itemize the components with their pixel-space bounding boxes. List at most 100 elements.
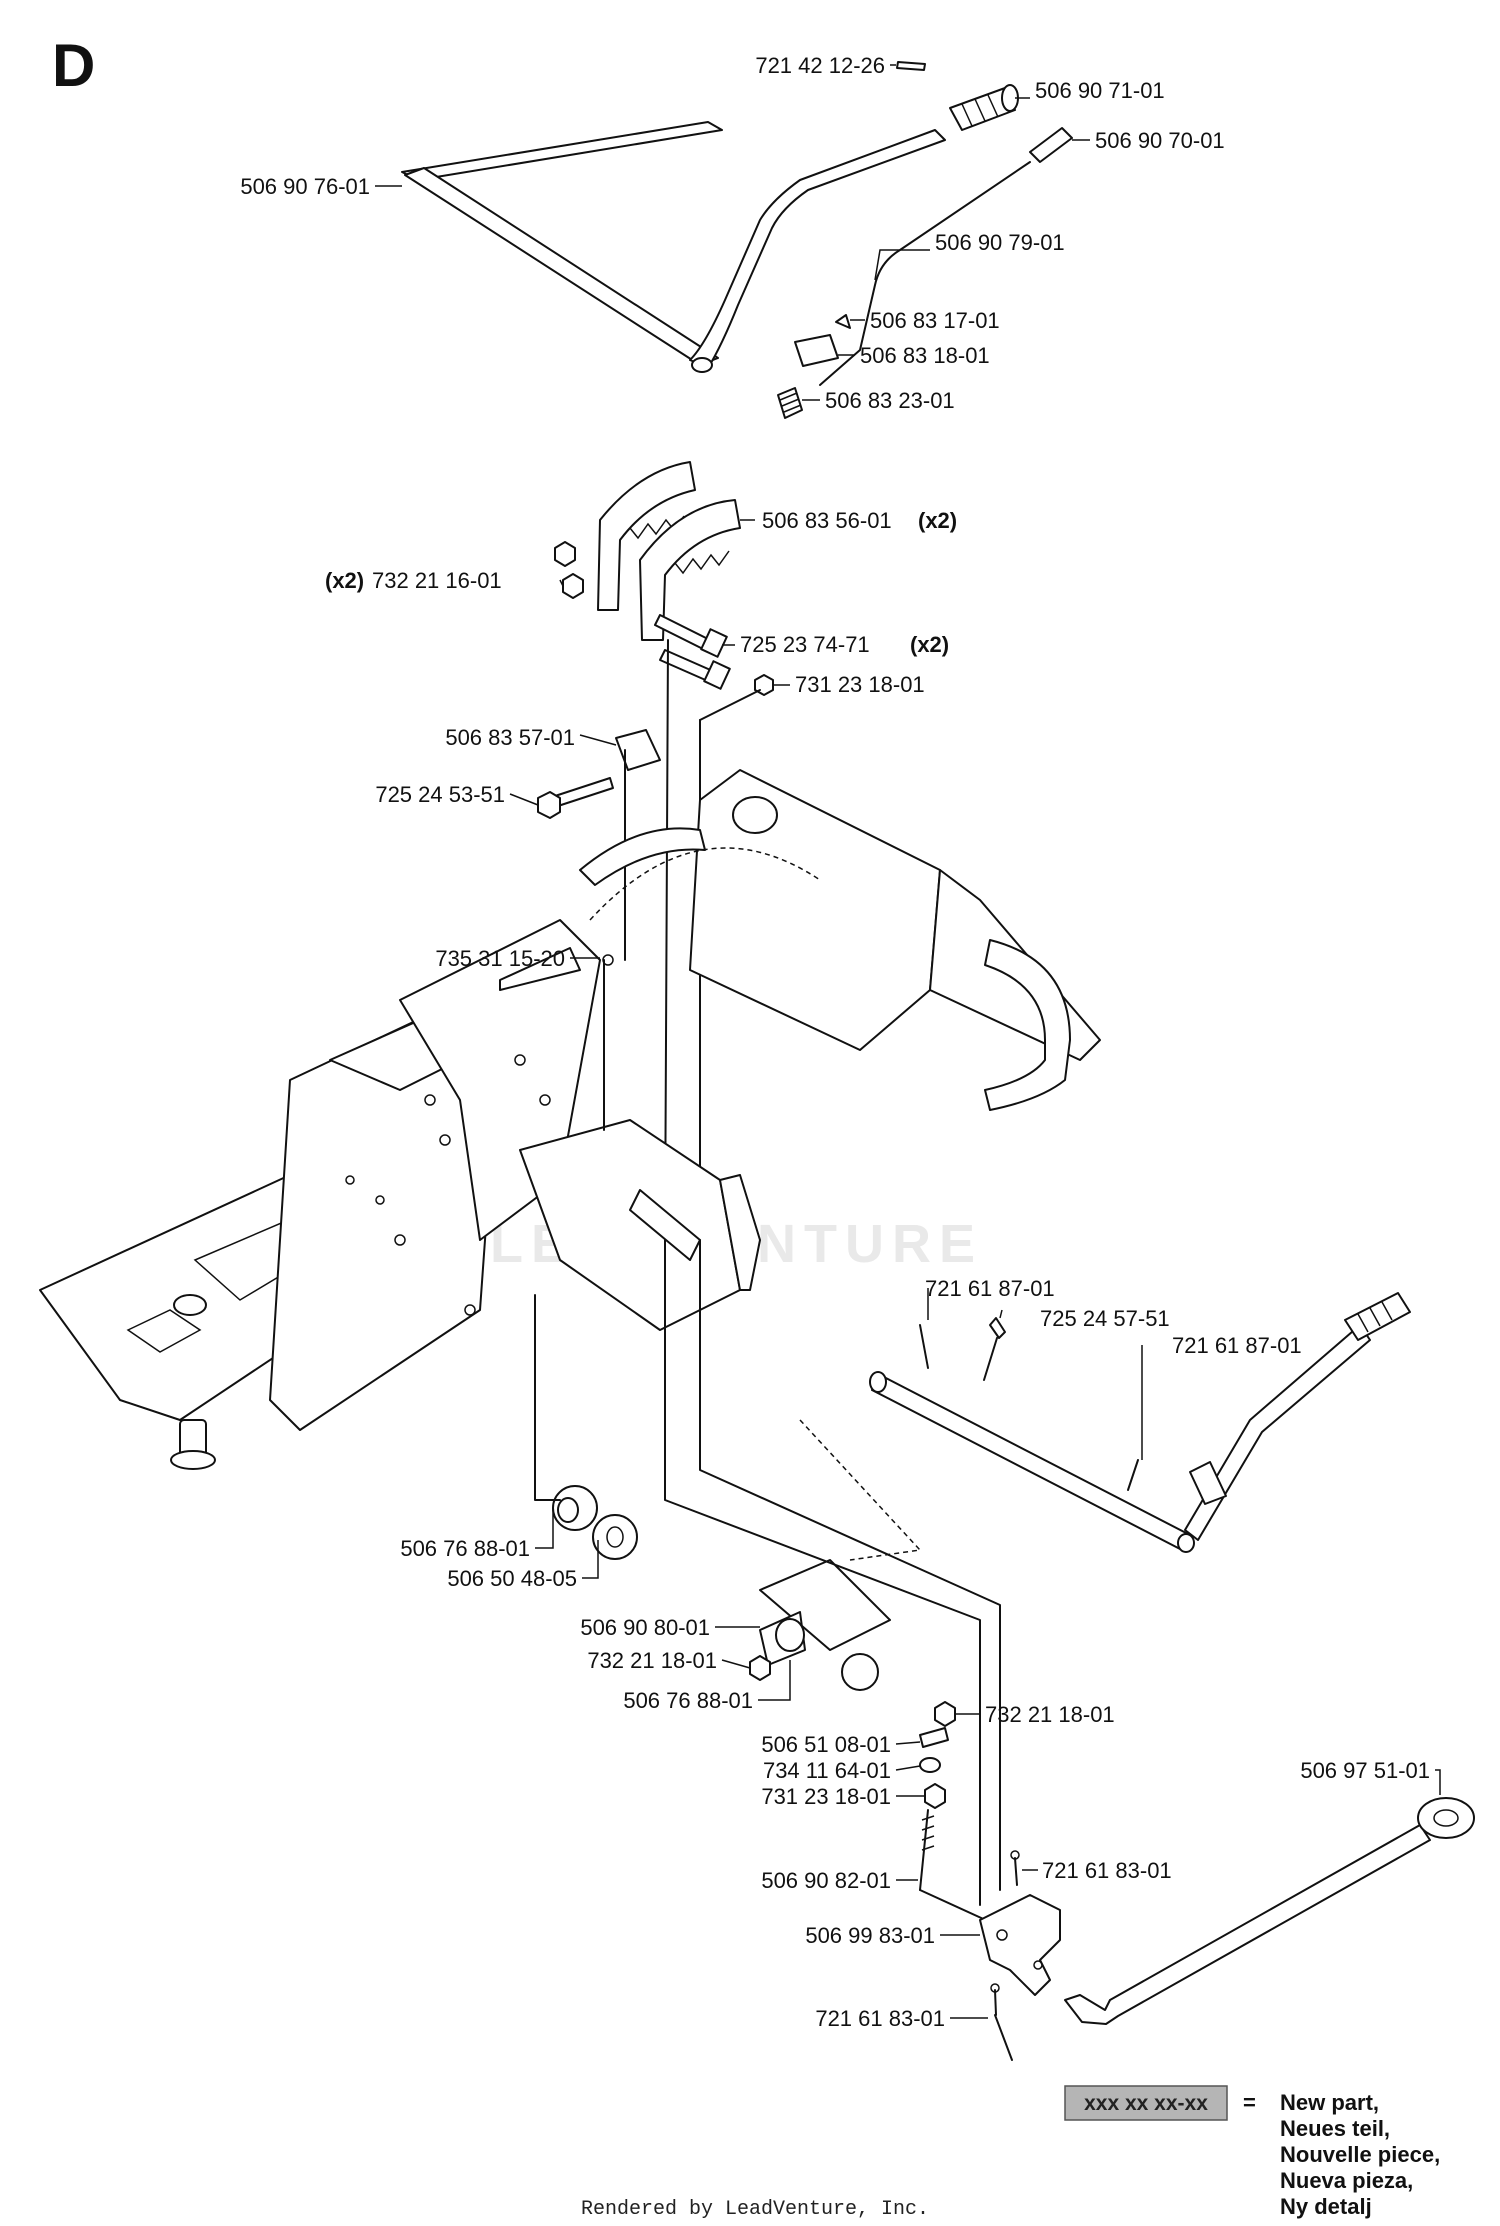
pivot-housing xyxy=(519,1119,741,1331)
washer xyxy=(919,1757,941,1773)
callout-label: 725 23 74-71 xyxy=(740,632,870,657)
bolt-head xyxy=(703,660,731,690)
callout-label: 721 42 12-26 xyxy=(755,53,885,78)
callout-label: 506 90 80-01 xyxy=(580,1615,710,1640)
callout-label: 721 61 83-01 xyxy=(1042,1858,1172,1883)
callout-label: 732 21 18-01 xyxy=(985,1702,1115,1727)
callout-label: 725 24 57-51 xyxy=(1040,1306,1170,1331)
callout-label: 506 51 08-01 xyxy=(761,1732,891,1757)
legend-line: Nouvelle piece, xyxy=(1280,2142,1440,2167)
lever-bracket xyxy=(1189,1461,1227,1505)
lever-grip xyxy=(1344,1292,1411,1341)
callout-label: 506 76 88-01 xyxy=(400,1536,530,1561)
callout-label: 506 90 76-01 xyxy=(240,174,370,199)
callout-label: 735 31 15-20 xyxy=(435,946,565,971)
callout-qty: (x2) xyxy=(918,508,957,533)
handle-grip xyxy=(949,87,1016,131)
bolt-head xyxy=(700,628,728,658)
bolt-head xyxy=(989,1317,1006,1339)
tractor-frame xyxy=(39,769,1101,1561)
callout-label: 732 21 16-01 xyxy=(372,568,502,593)
legend-line: Ny detalj xyxy=(1280,2194,1372,2219)
lock-nut xyxy=(924,1783,946,1809)
callout-label: 506 90 82-01 xyxy=(761,1868,891,1893)
legend-code: xxx xx xx-xx xyxy=(1084,2092,1208,2115)
section-letter: D xyxy=(52,32,95,99)
hidden-line xyxy=(799,1419,922,1561)
pivot-link xyxy=(759,1559,891,1651)
release-knob xyxy=(1029,127,1073,163)
lever-arm xyxy=(1184,1324,1371,1541)
lift-tube-bend xyxy=(689,129,946,369)
legend-line: Nueva pieza, xyxy=(1280,2168,1413,2193)
clevis-pin xyxy=(919,1727,949,1748)
callout-label: 731 23 18-01 xyxy=(761,1784,891,1809)
legend-line: New part, xyxy=(1280,2090,1379,2115)
lock-nut xyxy=(749,1655,771,1681)
new-part-legend: xxx xx xx-xx = New part, Neues teil, Nou… xyxy=(1064,2085,1440,2219)
lift-tube-lower xyxy=(404,167,719,366)
callout-label: 721 61 87-01 xyxy=(925,1276,1055,1301)
callout-label: 506 83 57-01 xyxy=(445,725,575,750)
height-sector-assembly xyxy=(537,461,774,1241)
cotter-pin xyxy=(994,1989,997,2016)
lift-link-rod xyxy=(664,639,669,1241)
rear-frame xyxy=(689,769,941,1051)
callout-label: 721 61 87-01 xyxy=(1172,1333,1302,1358)
flange-nut xyxy=(562,573,584,599)
tube-end xyxy=(691,357,713,373)
lift-link-rod xyxy=(699,689,761,721)
cone-insert xyxy=(835,314,851,329)
callout-label: 506 76 88-01 xyxy=(623,1688,753,1713)
legend-equals: = xyxy=(1243,2090,1256,2115)
drag-link xyxy=(1064,1824,1431,2025)
callout-label: 506 50 48-05 xyxy=(447,1566,577,1591)
frame-tube xyxy=(579,827,706,886)
bolt xyxy=(983,1337,998,1381)
hex-bolt xyxy=(554,777,614,807)
link-eye xyxy=(1417,1797,1475,1839)
lift-rod-end xyxy=(919,1889,991,1923)
hex-nut xyxy=(934,1701,956,1727)
callout-label: 506 83 23-01 xyxy=(825,388,955,413)
frame-bumper xyxy=(984,939,1071,1111)
callout-qty: (x2) xyxy=(325,568,364,593)
sector-plate-2 xyxy=(639,499,741,641)
callout-label: 725 24 53-51 xyxy=(375,782,505,807)
callout-labels: 721 42 12-26 506 90 71-01 506 90 70-01 5… xyxy=(240,53,1430,2031)
frame-holes xyxy=(345,1054,551,1316)
callout-qty: (x2) xyxy=(910,632,949,657)
frame-hole xyxy=(732,796,778,834)
callout-label: 732 21 18-01 xyxy=(587,1648,717,1673)
cotter-pin xyxy=(919,1324,929,1369)
spacer-block xyxy=(615,729,661,771)
callout-label: 721 61 83-01 xyxy=(815,2006,945,2031)
lift-arm-plate xyxy=(979,1894,1061,1996)
flange-nut xyxy=(554,541,576,567)
footer-credit: Rendered by LeadVenture, Inc. xyxy=(581,2198,929,2221)
link-rod xyxy=(664,1239,981,1906)
callout-label: 506 99 83-01 xyxy=(805,1923,935,1948)
cotter-pin xyxy=(1127,1459,1139,1491)
deck-lift-lever xyxy=(869,1292,1411,1553)
clip xyxy=(602,954,614,966)
lock-bracket xyxy=(794,334,839,367)
legend-line: Neues teil, xyxy=(1280,2116,1390,2141)
callout-label: 506 90 70-01 xyxy=(1095,128,1225,153)
callout-label: 506 83 17-01 xyxy=(870,308,1000,333)
lift-tube xyxy=(401,121,723,181)
legend-swatch xyxy=(1064,2085,1228,2121)
callout-label: 731 23 18-01 xyxy=(795,672,925,697)
callout-label: 506 97 51-01 xyxy=(1300,1758,1430,1783)
callout-label: 506 90 71-01 xyxy=(1035,78,1165,103)
callout-leaders xyxy=(375,64,1441,2019)
link-rod xyxy=(699,1239,1001,1891)
link-rod xyxy=(534,1294,561,1501)
callout-label: 506 83 18-01 xyxy=(860,343,990,368)
hidden-line xyxy=(589,847,821,921)
callout-label: 734 11 64-01 xyxy=(763,1758,891,1783)
callout-label: 506 83 56-01 xyxy=(762,508,892,533)
roll-pin xyxy=(896,61,926,71)
pin-leader xyxy=(994,2014,1013,2061)
bushing-2 xyxy=(841,1653,879,1691)
